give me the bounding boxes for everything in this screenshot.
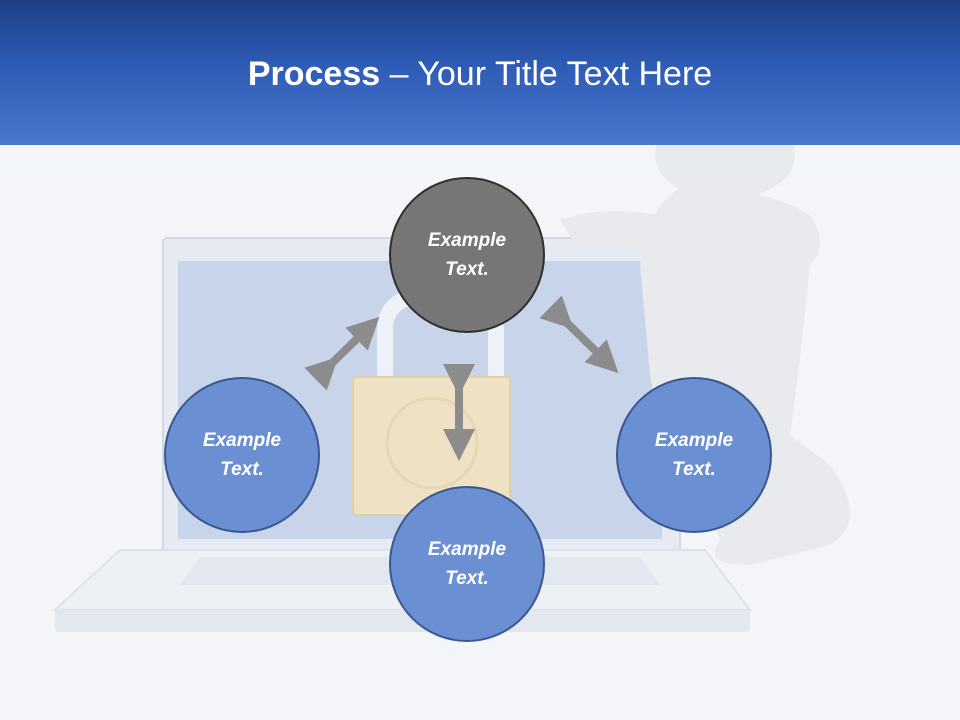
node-top-text: Example Text. (427, 230, 507, 280)
title-bold: Process (247, 55, 381, 93)
title-rest: – Your Title Text Here (380, 55, 713, 93)
node-bottom[interactable]: Example Text. (389, 486, 545, 642)
title-banner: Process – Your Title Text Here (0, 0, 960, 145)
node-right-text: Example Text. (654, 430, 734, 480)
node-top[interactable]: Example Text. (389, 177, 545, 333)
node-left[interactable]: Example Text. (164, 377, 320, 533)
arrow-top-right (539, 295, 619, 374)
arrow-top-left (304, 316, 380, 391)
node-right[interactable]: Example Text. (616, 377, 772, 533)
slide-title: Process – Your Title Text Here (0, 52, 960, 96)
laptop-base-edge (55, 610, 750, 632)
padlock-dial (385, 396, 479, 490)
node-bottom-text: Example Text. (427, 539, 507, 589)
node-left-text: Example Text. (202, 430, 282, 480)
